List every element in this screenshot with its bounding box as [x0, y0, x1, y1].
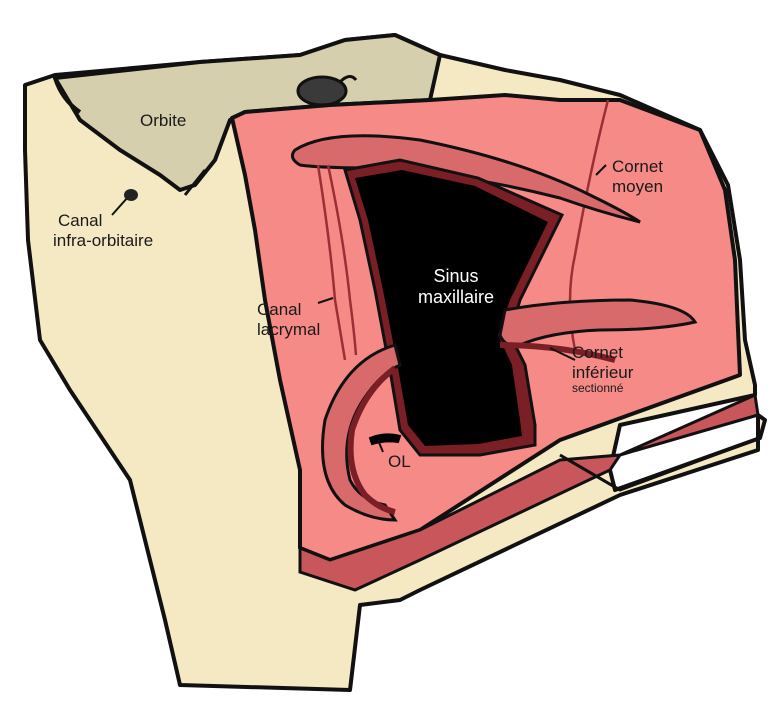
label-canal-infra-orbitaire-line1: Canal [53, 211, 153, 231]
label-ol: OL [388, 452, 411, 472]
label-cornet-inferieur: Cornet inférieur sectionné [572, 343, 633, 396]
infraorbital-foramen-top [298, 77, 346, 105]
label-cornet-moyen-line1: Cornet [612, 157, 663, 177]
label-orbite: Orbite [140, 111, 186, 131]
label-cornet-inferieur-line2: inférieur [572, 363, 633, 383]
label-canal-lacrymal: Canal lacrymal [257, 300, 320, 339]
label-canal-lacrymal-line1: Canal [257, 300, 320, 320]
label-canal-lacrymal-line2: lacrymal [257, 320, 320, 340]
label-cornet-moyen: Cornet moyen [612, 157, 663, 196]
label-sinus-line2: maxillaire [401, 287, 511, 308]
label-cornet-inferieur-line3: sectionné [572, 382, 633, 396]
label-canal-infra-orbitaire-line2: infra-orbitaire [53, 231, 153, 251]
label-sinus-maxillaire: Sinus maxillaire [401, 266, 511, 307]
label-canal-infra-orbitaire: Canal infra-orbitaire [53, 211, 153, 250]
label-sinus-line1: Sinus [401, 266, 511, 287]
label-cornet-inferieur-line1: Cornet [572, 343, 633, 363]
label-cornet-moyen-line2: moyen [612, 177, 663, 197]
